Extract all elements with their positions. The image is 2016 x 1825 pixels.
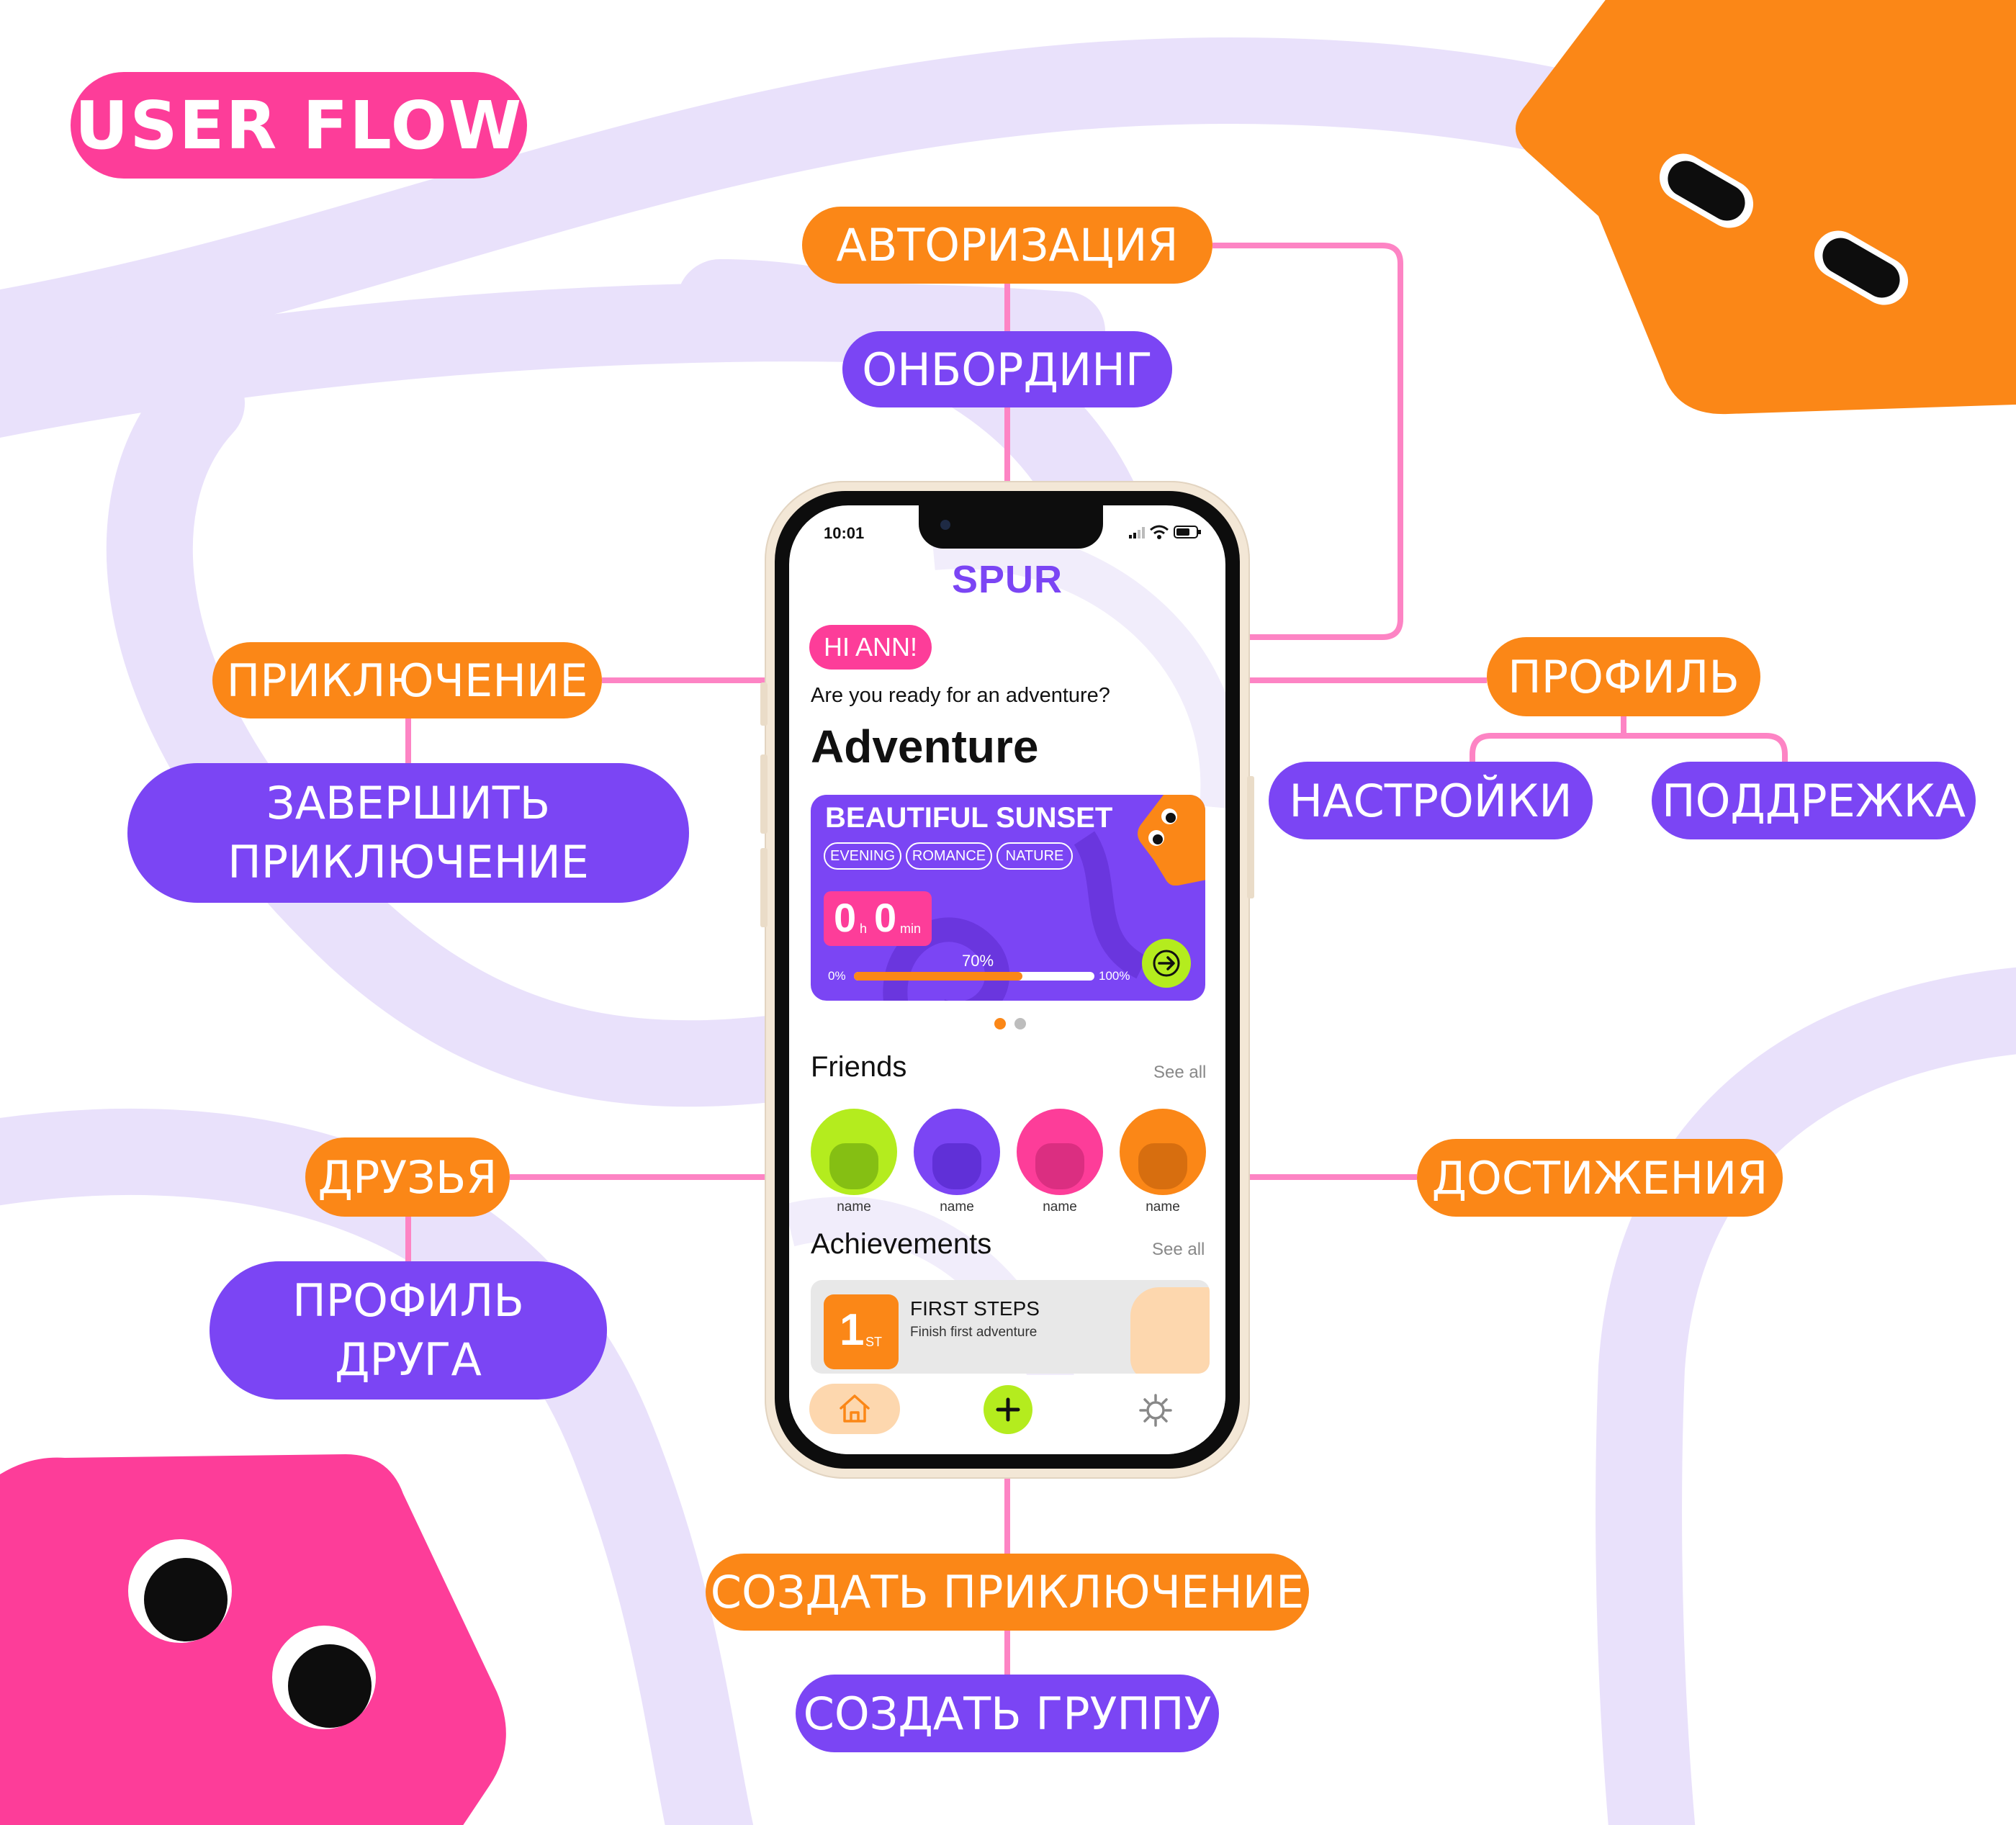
- node-achievements: ДОСТИЖЕНИЯ: [1417, 1139, 1783, 1217]
- phone-mockup: 10:01 SPUR HI ANN! Are you ready for an …: [760, 481, 1254, 1479]
- timer-hours: 0: [834, 895, 857, 940]
- greeting-question: Are you ready for an adventure?: [811, 684, 1110, 707]
- progress-bar: [854, 972, 1094, 981]
- node-onboarding: ОНБОРДИНГ: [842, 331, 1172, 407]
- app-screen: 10:01 SPUR HI ANN! Are you ready for an …: [789, 505, 1225, 1454]
- arrow-right-icon[interactable]: [1142, 939, 1191, 988]
- timer-box: 0 h 0 min: [824, 891, 932, 946]
- achievement-rank-suffix: ST: [865, 1335, 883, 1349]
- friend-name-2: name: [940, 1199, 974, 1215]
- plus-icon[interactable]: [984, 1385, 1032, 1434]
- gear-icon[interactable]: [1138, 1392, 1174, 1428]
- node-friend-profile: ПРОФИЛЬ ДРУГА: [210, 1261, 607, 1400]
- timer-minutes: 0: [874, 895, 897, 940]
- pink-character-icon: [0, 1454, 506, 1825]
- achievement-subtitle: Finish first adventure: [910, 1325, 1038, 1340]
- progress-start-label: 0%: [828, 969, 846, 983]
- achievements-title: Achievements: [811, 1228, 992, 1260]
- node-finish-adventure: ЗАВЕРШИТЬ ПРИКЛЮЧЕНИЕ: [127, 763, 689, 903]
- app-logo: SPUR: [951, 558, 1063, 601]
- achievement-mascot-icon: [1130, 1287, 1210, 1374]
- achievement-title: FIRST STEPS: [910, 1297, 1040, 1320]
- battery-icon: [1174, 526, 1201, 539]
- status-time: 10:01: [824, 524, 865, 542]
- timer-minutes-unit: min: [900, 921, 922, 936]
- node-profile: ПРОФИЛЬ: [1487, 637, 1760, 716]
- card-mascot-icon: [1138, 795, 1205, 886]
- progress-end-label: 100%: [1099, 969, 1130, 983]
- friends-title: Friends: [811, 1051, 907, 1083]
- node-friends: ДРУЗЬЯ: [305, 1137, 510, 1217]
- signal-icon: [1129, 527, 1149, 539]
- orange-character-icon: [1516, 0, 2016, 415]
- progress-label: 70%: [962, 952, 994, 970]
- friend-name-1: name: [837, 1199, 871, 1215]
- friend-name-4: name: [1146, 1199, 1180, 1215]
- home-icon[interactable]: [809, 1384, 900, 1434]
- achievement-rank-badge: 1 ST: [824, 1294, 899, 1369]
- node-settings: НАСТРОЙКИ: [1269, 762, 1593, 839]
- friend-name-3: name: [1043, 1199, 1077, 1215]
- pager-dot[interactable]: [1014, 1018, 1026, 1029]
- friend-avatar-3[interactable]: [1017, 1109, 1103, 1195]
- tag-evening: EVENING: [824, 842, 901, 870]
- pager-dot-active[interactable]: [994, 1018, 1006, 1029]
- friend-avatar-2[interactable]: [914, 1109, 1000, 1195]
- friend-avatar-1[interactable]: [811, 1109, 897, 1195]
- progress-fill: [854, 972, 1022, 981]
- node-authorization: АВТОРИЗАЦИЯ: [802, 207, 1212, 284]
- friends-see-all[interactable]: See all: [1153, 1063, 1207, 1082]
- node-create-adventure: СОЗДАТЬ ПРИКЛЮЧЕНИЕ: [706, 1554, 1309, 1631]
- node-create-group: СОЗДАТЬ ГРУППУ: [796, 1675, 1219, 1752]
- tag-romance: ROMANCE: [906, 842, 992, 870]
- achievement-rank: 1: [840, 1305, 865, 1355]
- friend-avatar-4[interactable]: [1120, 1109, 1206, 1195]
- node-support: ПОДДРЕЖКА: [1652, 762, 1976, 839]
- achievement-card[interactable]: 1 ST FIRST STEPS Finish first adventure: [811, 1280, 1210, 1374]
- timer-hours-unit: h: [860, 921, 868, 936]
- page-title: USER FLOW: [71, 72, 527, 179]
- greeting-badge: HI ANN!: [809, 625, 932, 670]
- node-adventure: ПРИКЛЮЧЕНИЕ: [212, 642, 602, 718]
- adventure-card[interactable]: BEAUTIFUL SUNSET EVENING ROMANCE NATURE …: [811, 795, 1205, 1001]
- section-adventure-title: Adventure: [811, 721, 1039, 772]
- card-title: BEAUTIFUL SUNSET: [825, 802, 1113, 834]
- tag-nature: NATURE: [996, 842, 1073, 870]
- wifi-icon: [1150, 525, 1169, 539]
- achievements-see-all[interactable]: See all: [1152, 1240, 1205, 1259]
